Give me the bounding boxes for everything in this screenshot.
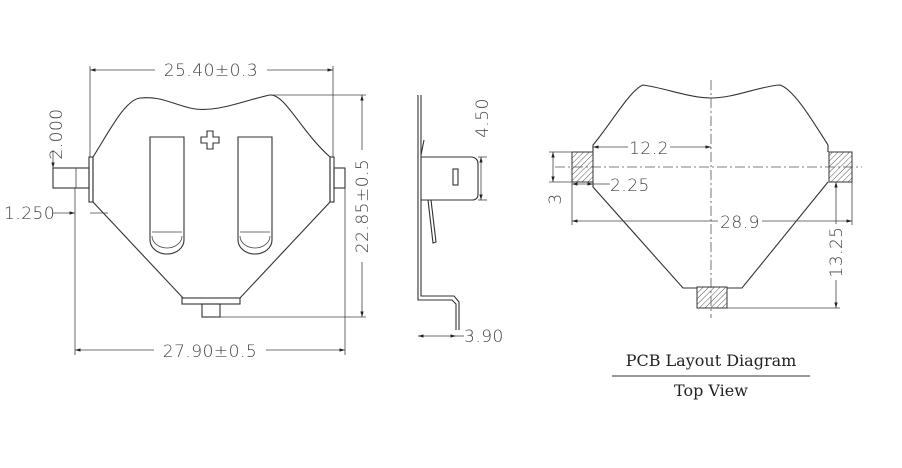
dim-foot-depth: 3.90 xyxy=(464,327,504,347)
side-view: 4.50 3.90 xyxy=(417,95,504,347)
right-tab xyxy=(329,156,335,203)
right-slot xyxy=(237,136,273,255)
dim-width-bottom: 27.90±0.5 xyxy=(163,342,257,362)
pcb-layout-view: 12.2 2.25 3 28.9 13.25 PCB Layout Diagra… xyxy=(546,80,862,400)
side-holder xyxy=(421,156,479,201)
dim-height: 22.85±0.5 xyxy=(353,159,373,253)
dim-pad-height: 3 xyxy=(546,193,566,204)
side-spring xyxy=(420,139,437,244)
dim-width-top: 25.40±0.3 xyxy=(164,61,258,81)
dim-bottom-pad-offset: 13.25 xyxy=(827,226,847,277)
bottom-pad xyxy=(696,286,728,309)
right-pin xyxy=(333,167,346,189)
bottom-pin xyxy=(201,303,221,318)
left-pin xyxy=(52,167,90,189)
dim-holder-height: 4.50 xyxy=(473,98,493,138)
dim-pad-spacing: 12.2 xyxy=(629,139,669,159)
side-plate xyxy=(417,95,460,330)
pcb-subtitle: Top View xyxy=(674,381,748,400)
dim-pad-width: 2.25 xyxy=(610,176,650,196)
plus-icon xyxy=(200,130,220,150)
left-tab xyxy=(88,156,94,203)
dim-pin-offset: 1.250 xyxy=(4,204,55,224)
holder-outline xyxy=(92,94,331,299)
pcb-title: PCB Layout Diagram xyxy=(626,351,797,370)
left-slot xyxy=(149,136,185,255)
bottom-bar xyxy=(181,297,241,305)
front-view: 25.40±0.3 27.90±0.5 22.85±0.5 2.000 1.25… xyxy=(4,60,373,362)
dim-pin-height: 2.000 xyxy=(47,108,67,159)
dim-pad-span: 28.9 xyxy=(720,213,760,233)
